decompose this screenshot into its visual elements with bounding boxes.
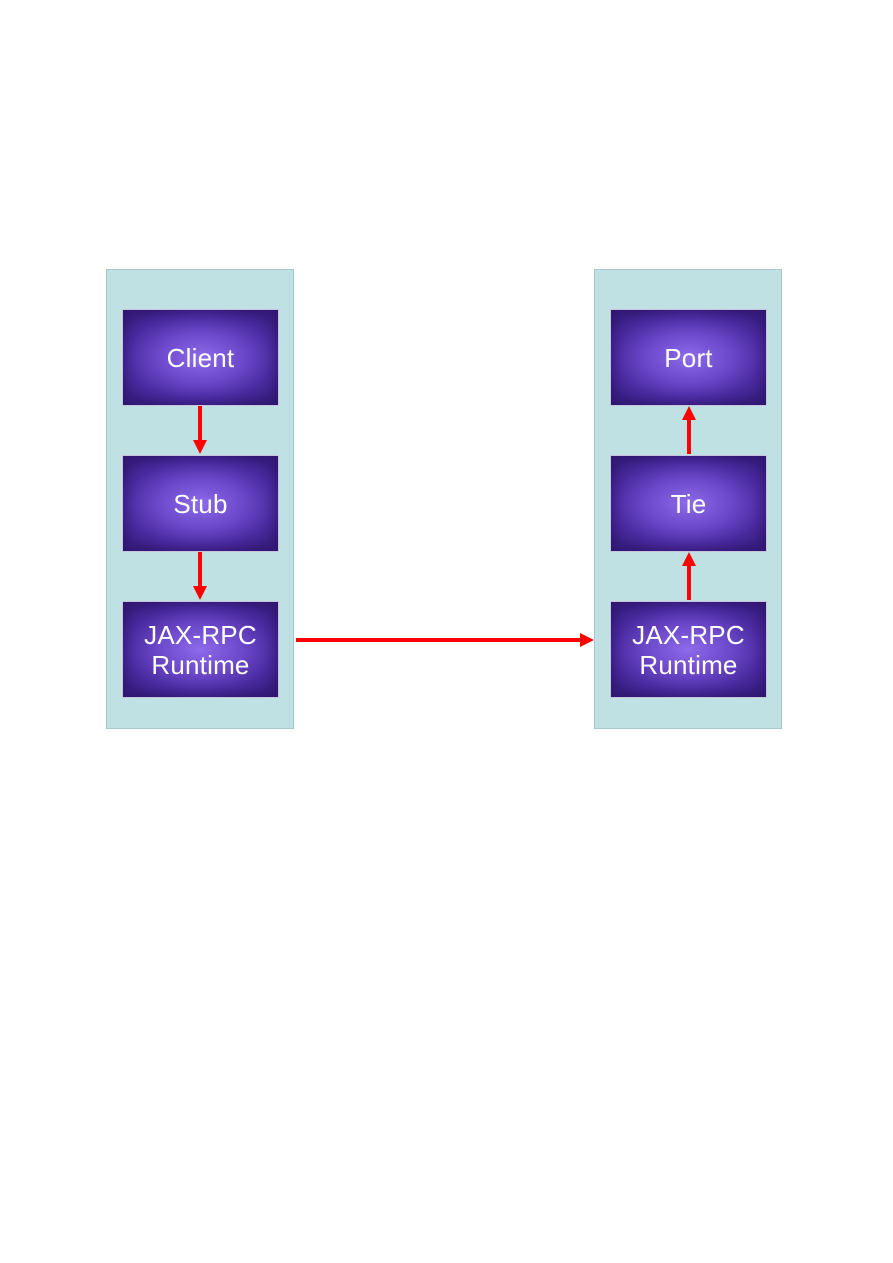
server-runtime-node-label: JAX-RPC Runtime — [632, 619, 745, 680]
client-side-panel: Client Stub JAX-RPC Runtime — [106, 269, 294, 729]
arrow-client-runtime-to-server-runtime — [296, 633, 594, 647]
stub-node: Stub — [122, 455, 279, 552]
tie-node-label: Tie — [670, 488, 707, 519]
client-node-label: Client — [166, 342, 235, 373]
client-runtime-node-label: JAX-RPC Runtime — [144, 619, 257, 680]
tie-node: Tie — [610, 455, 767, 552]
server-side-panel: Port Tie JAX-RPC Runtime — [594, 269, 782, 729]
client-runtime-node: JAX-RPC Runtime — [122, 601, 279, 698]
server-runtime-node: JAX-RPC Runtime — [610, 601, 767, 698]
port-node-label: Port — [664, 342, 713, 373]
stub-node-label: Stub — [173, 488, 228, 519]
client-node: Client — [122, 309, 279, 406]
port-node: Port — [610, 309, 767, 406]
